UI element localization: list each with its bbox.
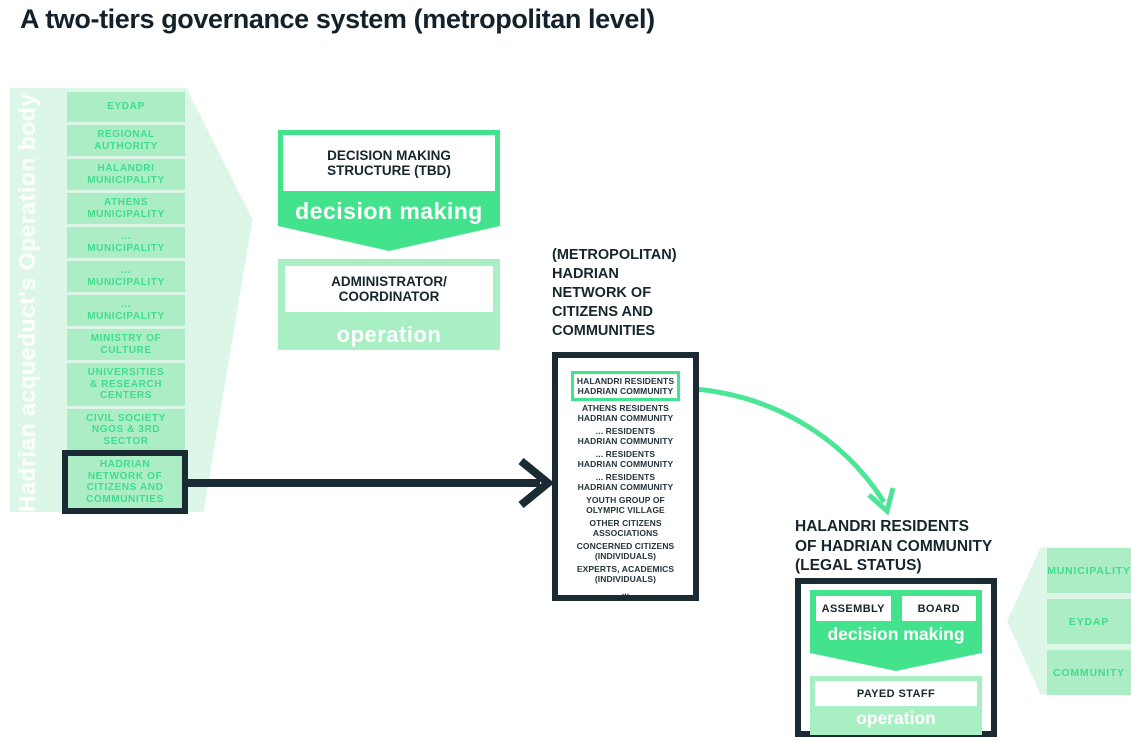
community-operation-banner: operation [856, 708, 936, 728]
curved-arrow-icon [680, 385, 896, 516]
operation-body-vertical-label-text: Hadrian acqueduct's Operation body [14, 93, 40, 512]
network-heading: (METROPOLITAN) HADRIAN NETWORK OF CITIZE… [552, 247, 677, 339]
network-member: EXPERTS, ACADEMICS (INDIVIDUALS) [576, 564, 675, 584]
network-member: ... [621, 587, 630, 597]
metropolitan-operation-group: ADMINISTRATOR/ COORDINATOR operation [278, 259, 500, 350]
network-members-box: HALANDRI RESIDENTS HADRIAN COMMUNITY ATH… [552, 352, 699, 601]
network-member: ATHENS RESIDENTS HADRIAN COMMUNITY [577, 403, 674, 423]
network-member: YOUTH GROUP OF OLYMPIC VILLAGE [586, 495, 665, 515]
stakeholder-box: COMMUNITY [1047, 650, 1131, 695]
metropolitan-decision-making-group: DECISION MAKING STRUCTURE (TBD) decision… [278, 130, 500, 251]
stakeholder-box: EYDAP [1047, 599, 1131, 644]
payed-staff-box: PAYED STAFF [815, 681, 977, 706]
operation-body-vertical-label: Hadrian acqueduct's Operation body [14, 88, 62, 512]
operation-body-member: ... MUNICIPALITY [67, 295, 185, 326]
network-member: ... RESIDENTS HADRIAN COMMUNITY [577, 449, 674, 469]
operation-body-member: ... MUNICIPALITY [67, 227, 185, 258]
decision-making-chevron-icon [278, 226, 500, 251]
community-decision-making-banner: decision making [827, 624, 965, 644]
community-decision-making-group: ASSEMBLY BOARD decision making [810, 590, 982, 653]
administrator-coordinator-box: ADMINISTRATOR/ COORDINATOR [278, 259, 500, 319]
network-member: CONCERNED CITIZENS (INDIVIDUALS) [576, 541, 675, 561]
operation-body-member: ... MUNICIPALITY [67, 261, 185, 292]
hadrian-network-highlighted-member: HADRIAN NETWORK OF CITIZENS AND COMMUNIT… [62, 450, 188, 514]
network-member: OTHER CITIZENS ASSOCIATIONS [589, 518, 662, 538]
flow-arrow-right-icon [188, 457, 555, 509]
page-title: A two-tiers governance system (metropoli… [20, 4, 655, 34]
operation-body-member: EYDAP [67, 92, 185, 122]
network-member-highlighted: HALANDRI RESIDENTS HADRIAN COMMUNITY [570, 371, 681, 401]
operation-body-member: REGIONAL AUTHORITY [67, 125, 185, 156]
community-legal-status-box: ASSEMBLY BOARD decision making PAYED STA… [795, 578, 997, 737]
network-member-list: ATHENS RESIDENTS HADRIAN COMMUNITY ... R… [577, 403, 675, 600]
operation-body-member: UNIVERSITIES & RESEARCH CENTERS [67, 363, 185, 406]
community-operation-group: PAYED STAFF operation [810, 676, 982, 735]
community-decision-body-box: BOARD [901, 596, 976, 621]
stakeholder-box: MUNICIPALITY [1047, 548, 1131, 593]
community-decision-bodies: ASSEMBLY BOARD [816, 596, 976, 621]
operation-body-member: CIVIL SOCIETY NGOS & 3RD SECTOR [67, 408, 185, 451]
operation-body-member: MINISTRY OF CULTURE [67, 329, 185, 360]
community-heading: HALANDRI RESIDENTS OF HADRIAN COMMUNITY … [795, 518, 993, 574]
decision-making-banner: decision making [278, 196, 500, 226]
network-member: ... RESIDENTS HADRIAN COMMUNITY [577, 472, 674, 492]
stakeholders-list: MUNICIPALITY EYDAP COMMUNITY [1047, 548, 1131, 701]
operation-body-member-stack: EYDAP REGIONAL AUTHORITY HALANDRI MUNICI… [67, 92, 185, 454]
operation-banner: operation [278, 319, 500, 350]
network-member: ... RESIDENTS HADRIAN COMMUNITY [577, 426, 674, 446]
community-decision-body-box: ASSEMBLY [816, 596, 891, 621]
operation-body-member: ATHENS MUNICIPALITY [67, 193, 185, 224]
community-decision-chevron-icon [810, 653, 982, 671]
operation-body-member: HALANDRI MUNICIPALITY [67, 159, 185, 190]
decision-making-structure-box: DECISION MAKING STRUCTURE (TBD) [278, 130, 500, 196]
